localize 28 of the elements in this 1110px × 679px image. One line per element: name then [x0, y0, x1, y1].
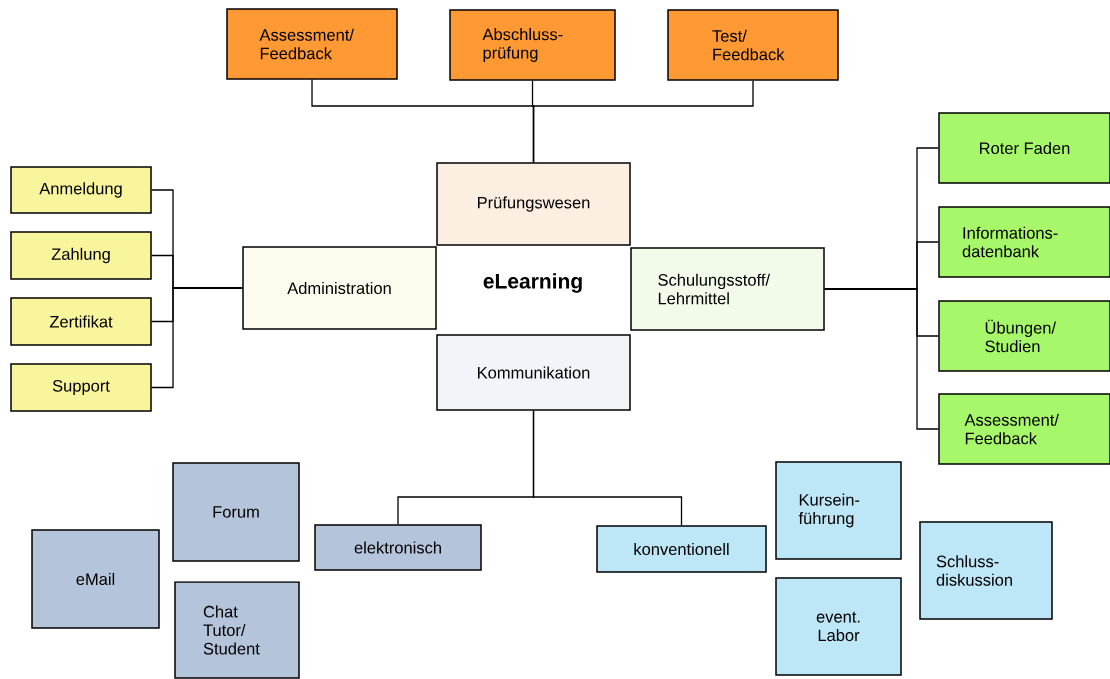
channel-box: eMail	[31, 529, 160, 629]
center-title: eLearning	[483, 273, 582, 293]
category-box: Kommunikation	[436, 334, 631, 411]
admin-box: Zertifikat	[10, 297, 152, 346]
exam-box: Assessment/ Feedback	[226, 8, 398, 80]
channel-box: Chat Tutor/ Student	[174, 581, 300, 679]
category-box: Administration	[242, 246, 437, 330]
admin-box: Anmeldung	[10, 166, 152, 214]
material-box: Informations- datenbank	[938, 206, 1110, 278]
exam-box: Abschluss- prüfung	[449, 9, 616, 81]
connector-line	[532, 410, 683, 526]
channel-box: konventionell	[596, 525, 767, 573]
channel-box: elektronisch	[314, 524, 482, 571]
connector-line	[824, 288, 939, 430]
category-box: Prüfungswesen	[436, 162, 631, 246]
channel-box: Forum	[172, 462, 300, 562]
channel-box: event. Labor	[775, 577, 902, 676]
material-box: Roter Faden	[938, 112, 1110, 184]
admin-box: Zahlung	[10, 231, 152, 280]
category-box: Schulungsstoff/ Lehrmittel	[630, 247, 825, 331]
connector-line	[151, 287, 243, 389]
admin-box: Support	[10, 363, 152, 412]
connector-line	[532, 80, 754, 163]
material-box: Assessment/ Feedback	[938, 393, 1110, 465]
exam-box: Test/ Feedback	[667, 9, 839, 81]
channel-box: Kursein- führung	[775, 461, 902, 560]
channel-box: Schluss- diskussion	[919, 521, 1053, 620]
material-box: Übungen/ Studien	[938, 300, 1110, 372]
